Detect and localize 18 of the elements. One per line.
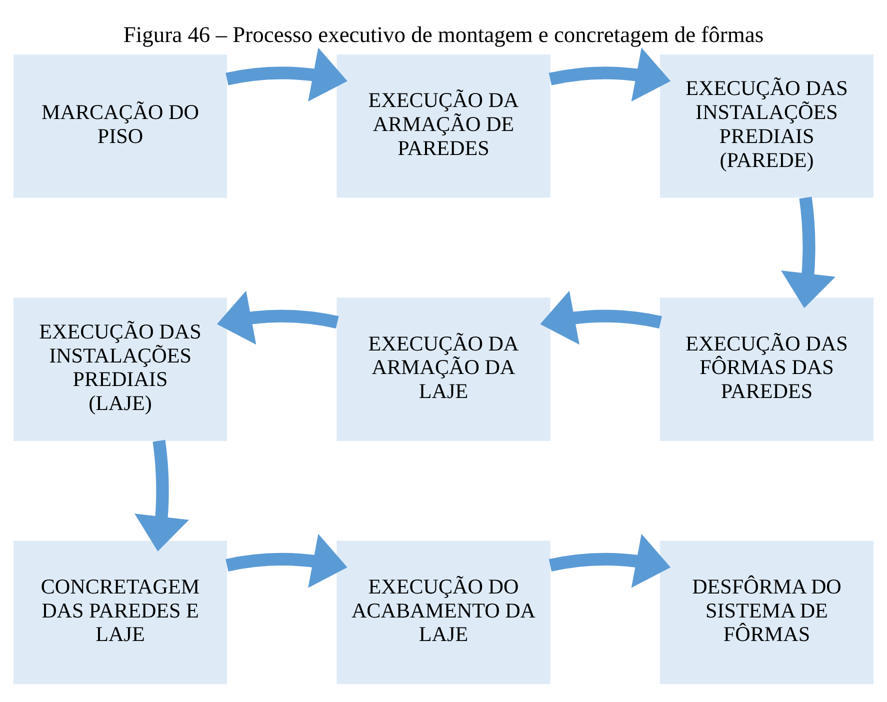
node-box: EXECUÇÃO DAS INSTALAÇÕES PREDIAIS (PAREDE)	[660, 54, 874, 198]
arrow	[781, 196, 836, 308]
arrow	[548, 534, 671, 588]
arrow	[226, 48, 348, 102]
node-box: EXECUÇÃO DA ARMAÇÃO DE PAREDES	[336, 54, 550, 198]
arrow	[226, 534, 348, 588]
arrow	[134, 440, 189, 552]
node-box: MARCAÇÃO DO PISO	[13, 54, 228, 198]
arrow	[548, 48, 671, 102]
node-box: CONCRETAGEM DAS PAREDES E LAJE	[13, 540, 228, 684]
arrow	[216, 290, 339, 345]
diagram-title: Figura 46 – Processo executivo de montagem e concretagem de fôrmas	[123, 22, 764, 48]
node-box: EXECUÇÃO DA ARMAÇÃO DA LAJE	[336, 298, 550, 441]
arrow	[540, 290, 662, 345]
node-box: EXECUÇÃO DAS INSTALAÇÕES PREDIAIS (LAJE)	[13, 298, 228, 441]
node-box: EXECUÇÃO DAS FÔRMAS DAS PAREDES	[660, 298, 874, 441]
node-box: DESFÔRMA DO SISTEMA DE FÔRMAS	[660, 540, 874, 684]
node-box: EXECUÇÃO DO ACABAMENTO DA LAJE	[336, 540, 550, 684]
